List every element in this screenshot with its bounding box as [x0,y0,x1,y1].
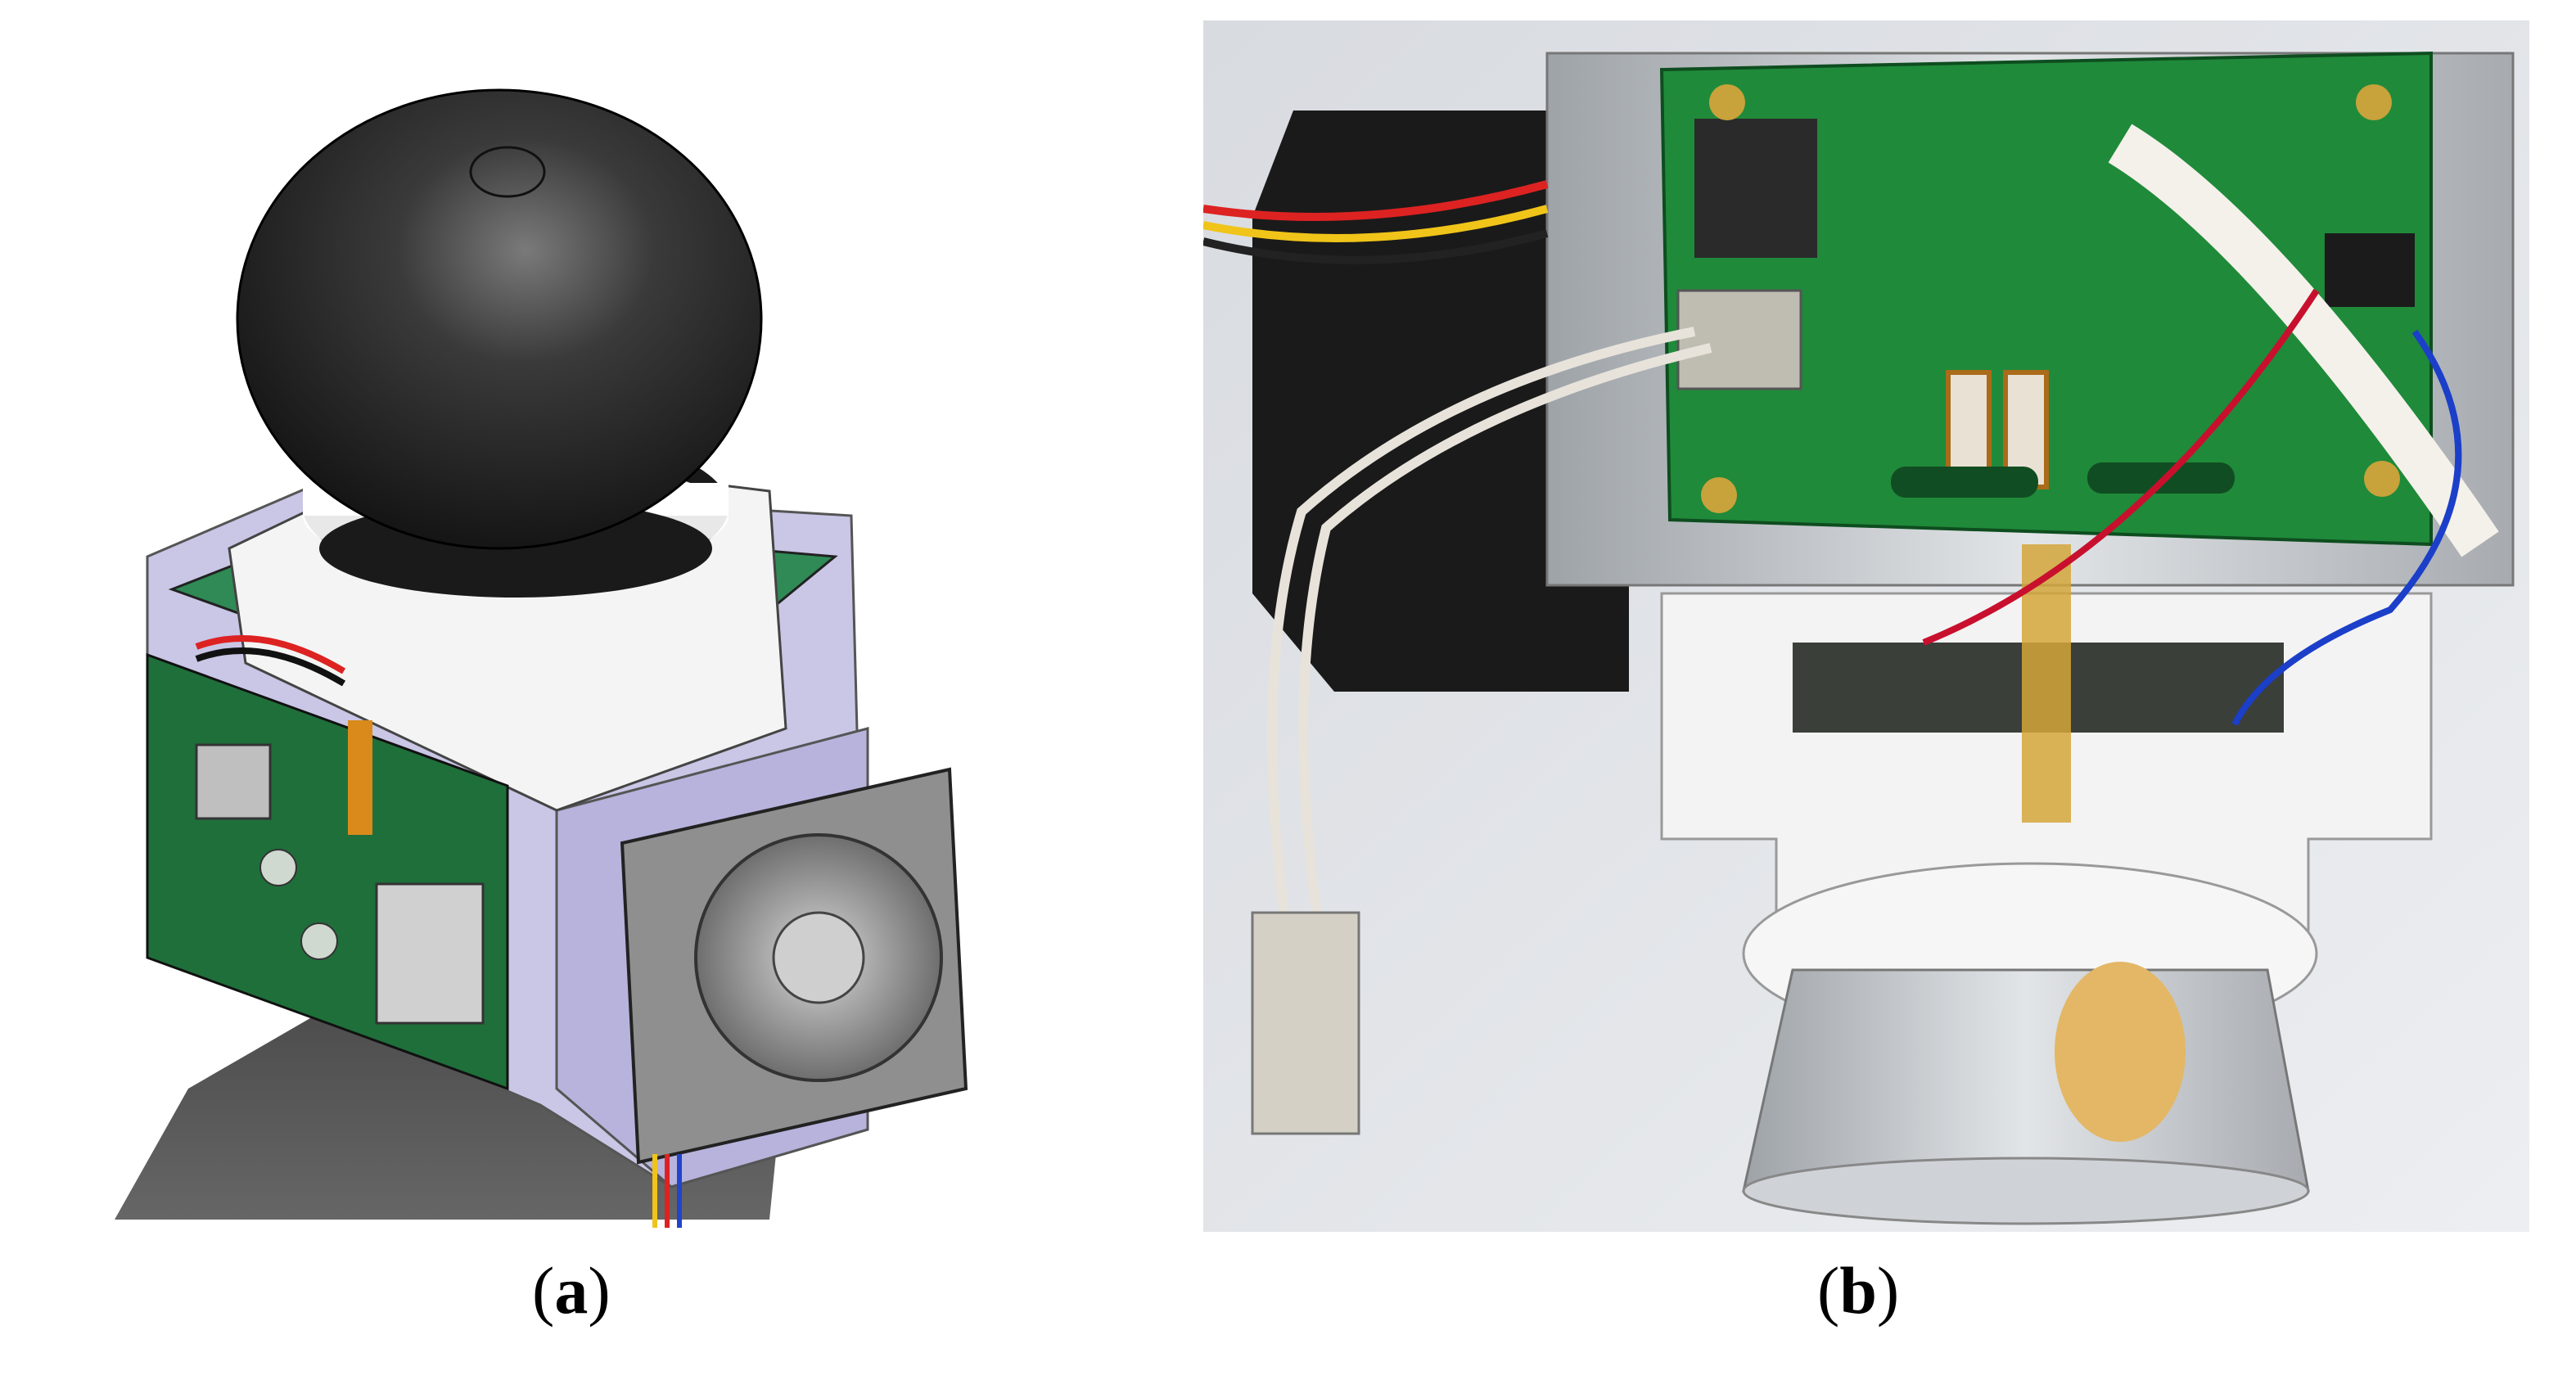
caption-close: ) [588,1253,611,1328]
caption-open: ( [532,1253,555,1328]
caption-letter: a [554,1253,589,1328]
caption-a: (a) [532,1252,611,1329]
caption-b: (b) [1817,1252,1899,1329]
caption-close: ) [1876,1253,1900,1328]
wire-connector [1251,911,1360,1135]
green-pcb [1659,51,2433,547]
caption-open: ( [1817,1253,1840,1328]
paste-blob [2055,962,2186,1142]
cad-render-image [115,88,968,1228]
dome-cap [236,88,763,550]
black-fan-block [1252,110,1629,692]
device-photo-image [1203,20,2529,1232]
caption-letter: b [1839,1253,1877,1328]
